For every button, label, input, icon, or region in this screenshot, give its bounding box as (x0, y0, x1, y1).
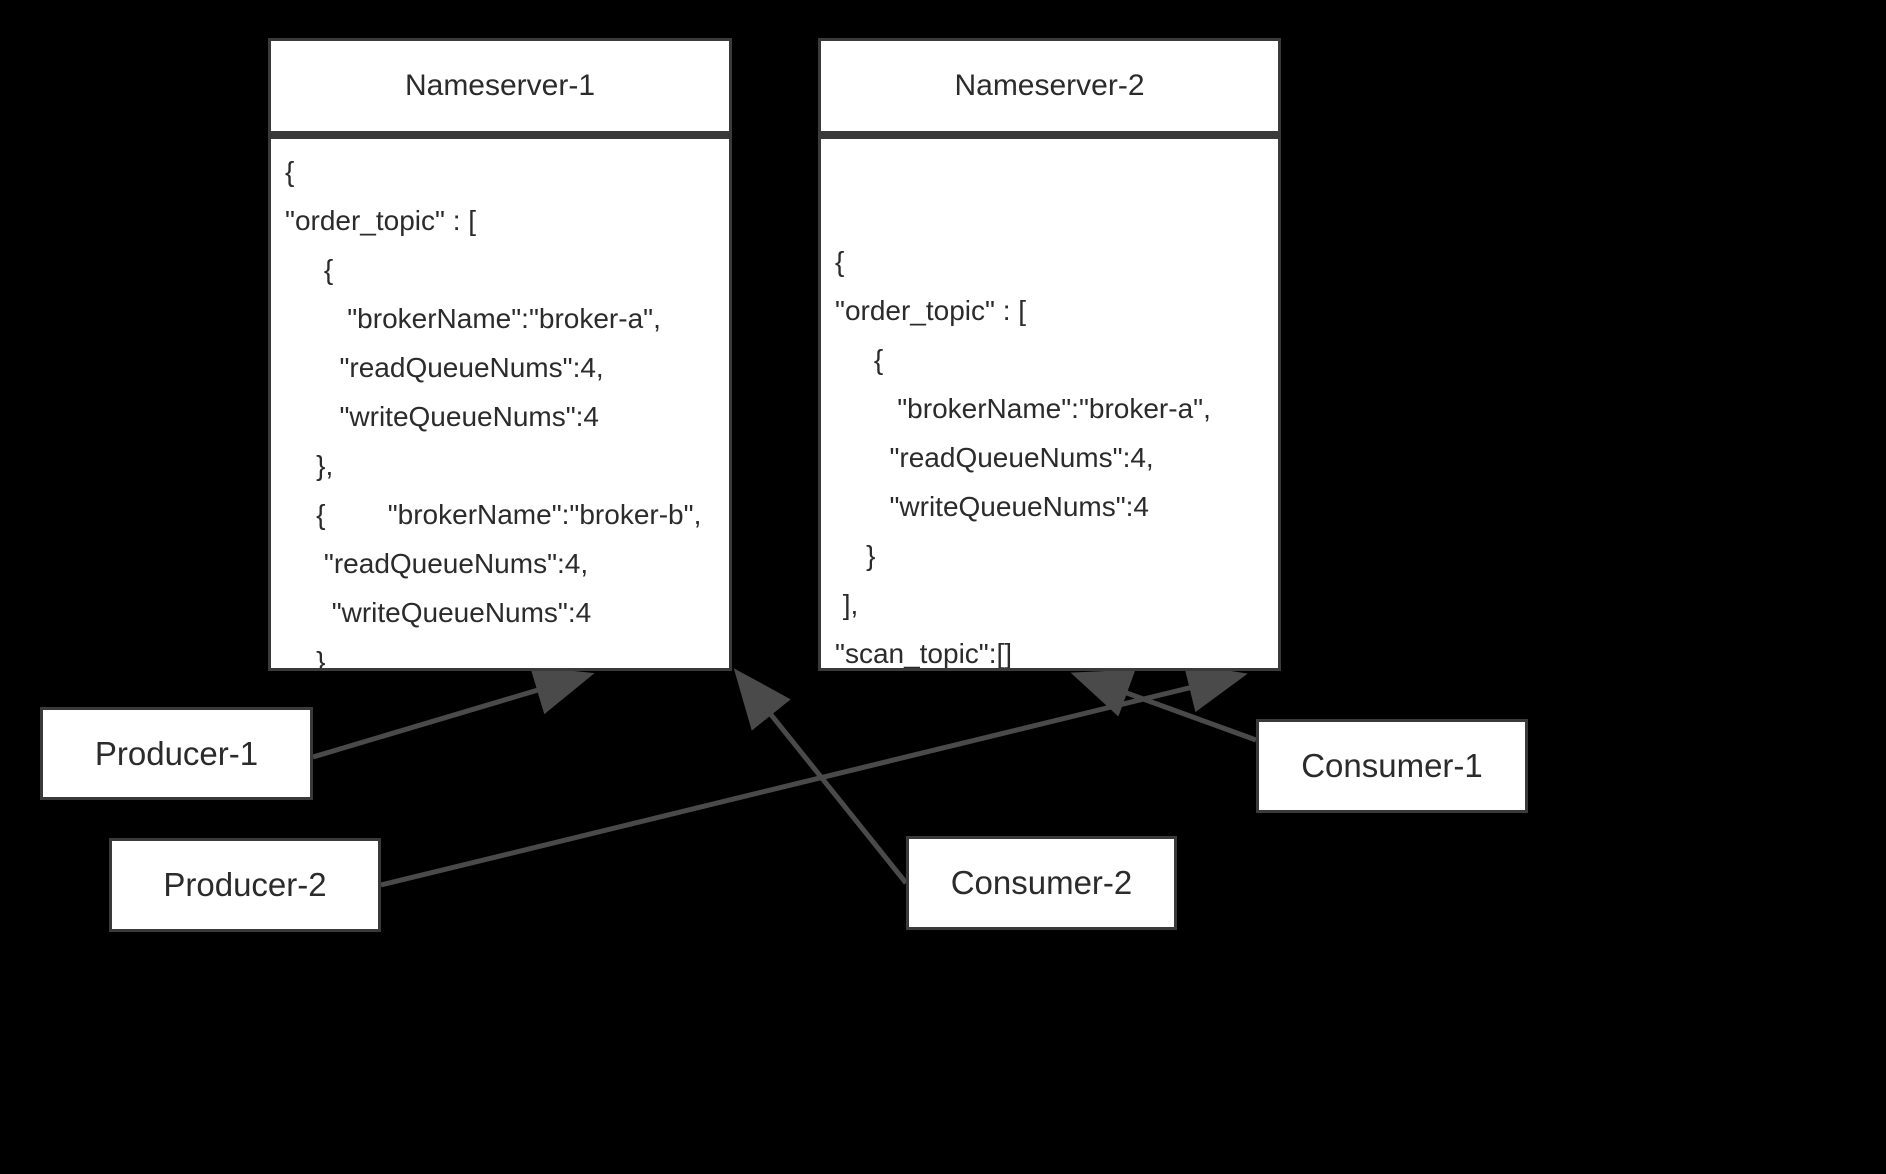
producer-1-label: Producer-1 (94, 734, 259, 772)
edge-consumer2-nameserver1 (733, 668, 908, 885)
edge-producer1-nameserver1 (312, 666, 595, 760)
nameserver-2-body: { "order_topic" : [ { "brokerName":"brok… (821, 139, 1278, 668)
node-consumer-1[interactable]: Consumer-1 (1256, 719, 1528, 813)
node-consumer-2[interactable]: Consumer-2 (906, 836, 1177, 930)
consumer-1-label: Consumer-1 (1301, 747, 1483, 784)
nameserver-2-title: Nameserver-2 (821, 41, 1278, 139)
node-nameserver-2[interactable]: Nameserver-2 { "order_topic" : [ { "brok… (818, 38, 1281, 671)
node-producer-1[interactable]: Producer-1 (40, 707, 313, 800)
node-producer-2[interactable]: Producer-2 (109, 838, 381, 932)
nameserver-1-json: { "order_topic" : [ { "brokerName":"brok… (285, 156, 702, 668)
nameserver-1-title: Nameserver-1 (271, 41, 729, 139)
node-nameserver-1[interactable]: Nameserver-1 { "order_topic" : [ { "brok… (268, 38, 732, 671)
nameserver-2-json: { "order_topic" : [ { "brokerName":"brok… (835, 246, 1211, 668)
consumer-2-label: Consumer-2 (950, 864, 1133, 901)
nameserver-1-body: { "order_topic" : [ { "brokerName":"brok… (271, 139, 729, 668)
producer-2-label: Producer-2 (163, 866, 327, 903)
edge-consumer1-nameserver2 (1070, 669, 1257, 743)
